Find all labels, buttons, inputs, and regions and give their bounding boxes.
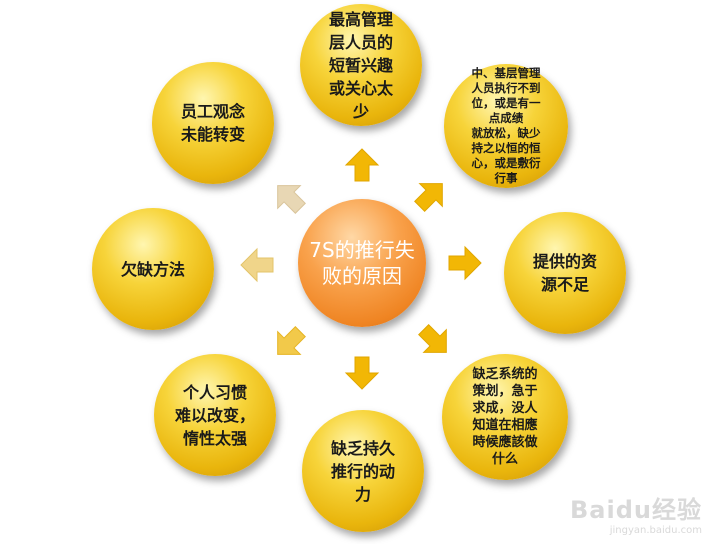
- node-line: 策划，急于: [472, 384, 538, 399]
- node-line: 源不足: [540, 275, 589, 294]
- node-line: 人员执行不到: [471, 81, 541, 95]
- node-line: 个人习惯: [182, 382, 247, 402]
- arrow-up-icon: [344, 148, 380, 182]
- node-top-left: 员工观念 未能转变: [152, 62, 274, 184]
- arrow-left-icon: [240, 247, 274, 283]
- node-line: 缺乏持久: [330, 438, 395, 458]
- node-right: 提供的资 源不足: [504, 212, 626, 334]
- center-line: 败的原因: [321, 264, 402, 288]
- node-top: 最高管理 层人员的 短暂兴趣 或关心太 少: [300, 4, 422, 126]
- node-line: 什么: [491, 452, 518, 467]
- center-node: 7S的推行失 败的原因: [298, 199, 426, 327]
- baidu-watermark: Baidu经验 jingyan.baidu.com: [570, 490, 702, 536]
- node-line: 求成，没人: [472, 401, 538, 416]
- node-left: 欠缺方法: [92, 208, 214, 330]
- node-line: 時候應該做: [472, 435, 538, 450]
- node-bottom: 缺乏持久 推行的动 力: [302, 410, 424, 532]
- node-bottom-left: 个人习惯 难以改变， 惰性太强: [154, 354, 276, 476]
- node-line: 层人员的: [328, 32, 393, 52]
- node-line: 难以改变，: [174, 405, 255, 425]
- node-line: 行事: [494, 171, 518, 185]
- node-top-right: 中、基层管理 人员执行不到 位，或是有一 点成绩 就放松，缺少 持之以恒的恒 心…: [444, 64, 568, 188]
- node-line: 位，或是有一: [471, 96, 541, 110]
- arrow-up-left-icon: [265, 173, 313, 221]
- node-line: 少: [352, 101, 369, 121]
- node-line: 就放松，缺少: [471, 126, 541, 140]
- node-line: 提供的资: [532, 252, 597, 271]
- node-line: 或关心太: [328, 78, 393, 98]
- node-line: 知道在相應: [472, 418, 538, 433]
- node-line: 短暂兴趣: [328, 55, 393, 75]
- arrow-down-left-icon: [265, 319, 313, 367]
- arrow-right-icon: [448, 245, 482, 281]
- node-bottom-right: 缺乏系统的 策划，急于 求成，没人 知道在相應 時候應該做 什么: [442, 354, 568, 480]
- node-line: 欠缺方法: [120, 259, 185, 279]
- arrow-down-icon: [344, 356, 380, 390]
- node-line: 惰性太强: [182, 428, 247, 448]
- watermark-brand: Baidu经验: [570, 496, 702, 524]
- node-line: 未能转变: [180, 125, 245, 144]
- arrow-down-right-icon: [411, 317, 459, 365]
- node-line: 推行的动: [330, 461, 395, 481]
- arrow-up-right-icon: [407, 171, 455, 219]
- node-line: 缺乏系统的: [472, 367, 538, 382]
- node-line: 点成绩: [488, 111, 524, 125]
- node-line: 心，或是敷衍: [471, 156, 541, 170]
- node-line: 持之以恒的恒: [471, 141, 541, 155]
- watermark-url: jingyan.baidu.com: [609, 525, 702, 536]
- node-line: 力: [354, 484, 371, 504]
- node-line: 中、基层管理: [471, 66, 541, 80]
- center-line: 7S的推行失: [309, 238, 415, 262]
- node-line: 员工观念: [180, 102, 245, 121]
- node-line: 最高管理: [328, 9, 393, 29]
